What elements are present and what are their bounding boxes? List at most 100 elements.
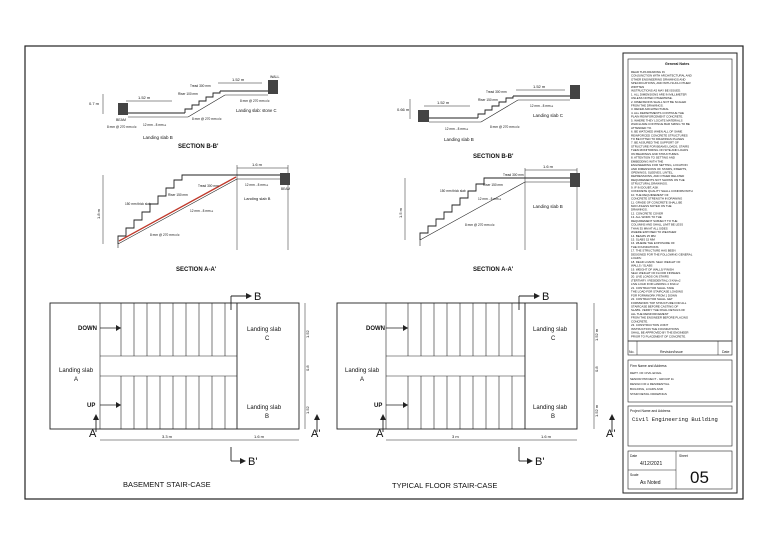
- general-note-line: AND DIMENSIONS OF STAIRS, INSERTS,: [631, 167, 687, 171]
- wall-label: WALL: [270, 75, 279, 79]
- project-name: Civil Engineering Building: [632, 416, 718, 423]
- plan-dim-152a: 1.52: [305, 329, 310, 338]
- general-note-line: REQUIREMENTS NOT SHOWN ON THE: [631, 178, 685, 182]
- general-note-line: PLAIN REINFORCEMENT CONCRETE.: [631, 115, 683, 119]
- plan-landing-a-1: Landing slab: [59, 368, 94, 374]
- general-note-line: DRAWINGS.: [631, 208, 648, 212]
- typ-dim-16: 1.6 m: [543, 164, 554, 169]
- general-note-line: 18. DEAD LOADS: SELF WEIGHT OF: [631, 260, 681, 264]
- firm-line-5: STAIR DETAIL DRAWINGS: [630, 392, 667, 396]
- general-note-line: (TERTIARY / RESIDENTIAL) 3 KN/m2: [631, 278, 681, 282]
- general-note-line: THE FOUNDATIONS: [631, 245, 658, 249]
- general-note-line: OPENINGS, SLEEVES, LINTEL,: [631, 170, 673, 174]
- general-note-line: CONCRETE QUALITY SHALL CONFIRM WITH: [631, 189, 693, 193]
- dim-152-top: 1.52 m: [232, 77, 245, 82]
- general-note-line: WHERE EXPOSED TO WEATHER: [631, 230, 676, 234]
- typical-section-aa: 1.6 m 1.5 m Tread 300 mm Riser 150 mm 15…: [398, 164, 580, 273]
- typ-plan-dim-152a: 1.52 m: [594, 328, 599, 341]
- general-note-line: READ THIS DRAWING IN: [631, 70, 665, 74]
- typical-section-bb: 1.52 m 1.52 m 0.66 m Tread 300 mm Riser …: [397, 84, 580, 160]
- typ-plan-dim-16: 1.6 m: [541, 434, 552, 439]
- plan-dim-33: 3.3 m: [162, 434, 173, 439]
- general-note-line: COLUMNS AND SHALL LIMIT BE LESS: [631, 223, 683, 227]
- typ-aa-riser: Riser 150 mm: [483, 183, 503, 187]
- section-aa-title-left: SECTION A-A': [176, 267, 217, 273]
- general-note-line: STAIRCASE BEFORE CASTING OF: [631, 304, 679, 308]
- basement-plan: DOWN UP Landing slab A Landing slab C La…: [49, 291, 320, 489]
- aa-slab-2: 12 mm - 8 mm ⌀: [190, 209, 213, 213]
- general-note-line: SLABS. VERIFY THE FINAL DETAILS OF: [631, 308, 685, 312]
- typ-aa-landing-b: Landing slab B: [533, 204, 563, 209]
- section-bb-title-left: SECTION B-B': [178, 144, 219, 150]
- beam-aa-label: BEAM: [281, 187, 290, 191]
- tread-label: Tread 300 mm: [190, 84, 211, 88]
- general-note-line: WHICH ARE CONTINUE BAR SIZING TO BE: [631, 122, 690, 126]
- landing-slab-c-label: Landing slab: stone C: [236, 108, 277, 113]
- section-aa-title-right: SECTION A-A': [473, 267, 514, 273]
- general-note-line: 8. ATTENTION TO SETTING AND: [631, 156, 675, 160]
- general-note-line: INSTRUCTION THE FOUNDATIONS: [631, 327, 679, 331]
- typ-bb-bars: 8 mm @ 270 mm c/c: [490, 125, 520, 129]
- general-note-line: UNLESS NOTED OTHERWISE.: [631, 96, 673, 100]
- project-label: Project Name and Address: [630, 409, 671, 413]
- typ-plan-up: UP: [374, 403, 382, 409]
- bar-label-2: 8 mm @ 270 mm c/c: [192, 117, 222, 121]
- plan-down-label: DOWN: [78, 326, 97, 332]
- dim-16-aa: 1.6 m: [252, 162, 263, 167]
- general-note-line: 11. GRADE OF CONCRETE SHALL BE: [631, 200, 682, 204]
- general-note-line: 5. WHERE THEY LOCATE MATERIALS: [631, 118, 683, 122]
- general-note-line: 3. REFER ARCHITECTURAL: [631, 107, 669, 111]
- general-note-line: THAN 35 MM AT ALL SIDES: [631, 226, 668, 230]
- general-note-line: WALLS / SLABS: [631, 264, 652, 268]
- date-value: 4/12/2021: [640, 461, 662, 467]
- title-typical: TYPICAL FLOOR STAIR-CASE: [392, 481, 497, 490]
- general-note-line: 10. THE REQUIREMENT OF: [631, 193, 669, 197]
- rev-date: Date: [722, 350, 729, 354]
- plan-up-label: UP: [87, 403, 95, 409]
- general-note-line: THE LOAD FOR STAIRCASE LOADING: [631, 290, 684, 294]
- aa-landing-b: Landing slab B: [244, 196, 271, 201]
- scale-label: Scale: [630, 473, 639, 477]
- general-note-line: FROM THE DRAWINGS.: [631, 103, 664, 107]
- plan-cut-a-prime: A': [311, 428, 320, 440]
- plan-dim-16: 1.6 m: [254, 434, 265, 439]
- general-note-line: 7. BE ASSURED THE SUPPORT OF: [631, 141, 679, 145]
- bar-label-1: 8 mm @ 270 mm c/c: [107, 125, 137, 129]
- firm-line-1: DEPT. OF CIVIL ENGG.: [630, 371, 662, 375]
- date-label: Date: [630, 454, 637, 458]
- beam-left: [118, 103, 128, 115]
- typ-dim-15: 1.5 m: [398, 207, 403, 218]
- general-note-line: FROM THE ENGINEER BEFORE PLACING: [631, 316, 689, 320]
- general-note-line: REQUIREMENT SUBJECT TO THE: [631, 219, 678, 223]
- typ-plan-landing-a-1: Landing slab: [345, 368, 380, 374]
- typical-plan: DOWN UP Landing slab A Landing slab C La…: [336, 291, 615, 490]
- title-basement: BASEMENT STAIR-CASE: [123, 480, 211, 489]
- typ-plan-landing-c-2: C: [551, 336, 556, 342]
- general-note-line: 20. LIVE LOADS ON STAIRS: [631, 275, 669, 279]
- general-note-line: CONCRETE.: [631, 319, 648, 323]
- general-note-line: 17. THE STRUCTURE HAS BEEN: [631, 249, 676, 253]
- general-note-line: SHALL BE APPROVED BY THE ENGINEER: [631, 331, 688, 335]
- typ-dim-066: 0.66 m: [397, 107, 410, 112]
- general-note-line: 16. WHERE THE EXPOSURE OF: [631, 241, 675, 245]
- aa-waist: 150 mm thick slab: [125, 202, 151, 206]
- general-note-line: DEPRESSIONS, AND OTHER RELATED: [631, 174, 684, 178]
- landing-slab-b-label: Landing slab B: [143, 135, 173, 140]
- section-bb-title-right: SECTION B-B': [473, 154, 514, 160]
- plan-cut-b: B: [254, 291, 261, 303]
- general-note-line: M20 UNLESS NOTED ON THE: [631, 204, 672, 208]
- dim-07: 0.7 m: [89, 101, 100, 106]
- typ-plan-dim-3: 3 m: [452, 434, 459, 439]
- riser-label: Riser 100 mm: [178, 92, 198, 96]
- plan-landing-c-1: Landing slab: [247, 327, 282, 333]
- general-note-line: LIVE LOAD FOR LANDING 4 KN/m2: [631, 282, 679, 286]
- typ-plan-dim-08: 0.8: [594, 366, 599, 372]
- typ-plan-down: DOWN: [366, 326, 385, 332]
- typ-plan-cut-a: A: [376, 428, 384, 440]
- basement-section-bb: BEAM WALL 1.52 m 1.52 m 0.7 m Tread 300 …: [89, 75, 279, 150]
- title-block: General Notes READ THIS DRAWING INCONJUN…: [622, 52, 738, 494]
- dim-18: 1.8 m: [96, 208, 101, 219]
- general-note-line: CONJUNCTION WITH ARCHITECTURAL AND: [631, 74, 692, 78]
- typ-aa-bars: 8 mm @ 270 mm c/c: [465, 223, 495, 227]
